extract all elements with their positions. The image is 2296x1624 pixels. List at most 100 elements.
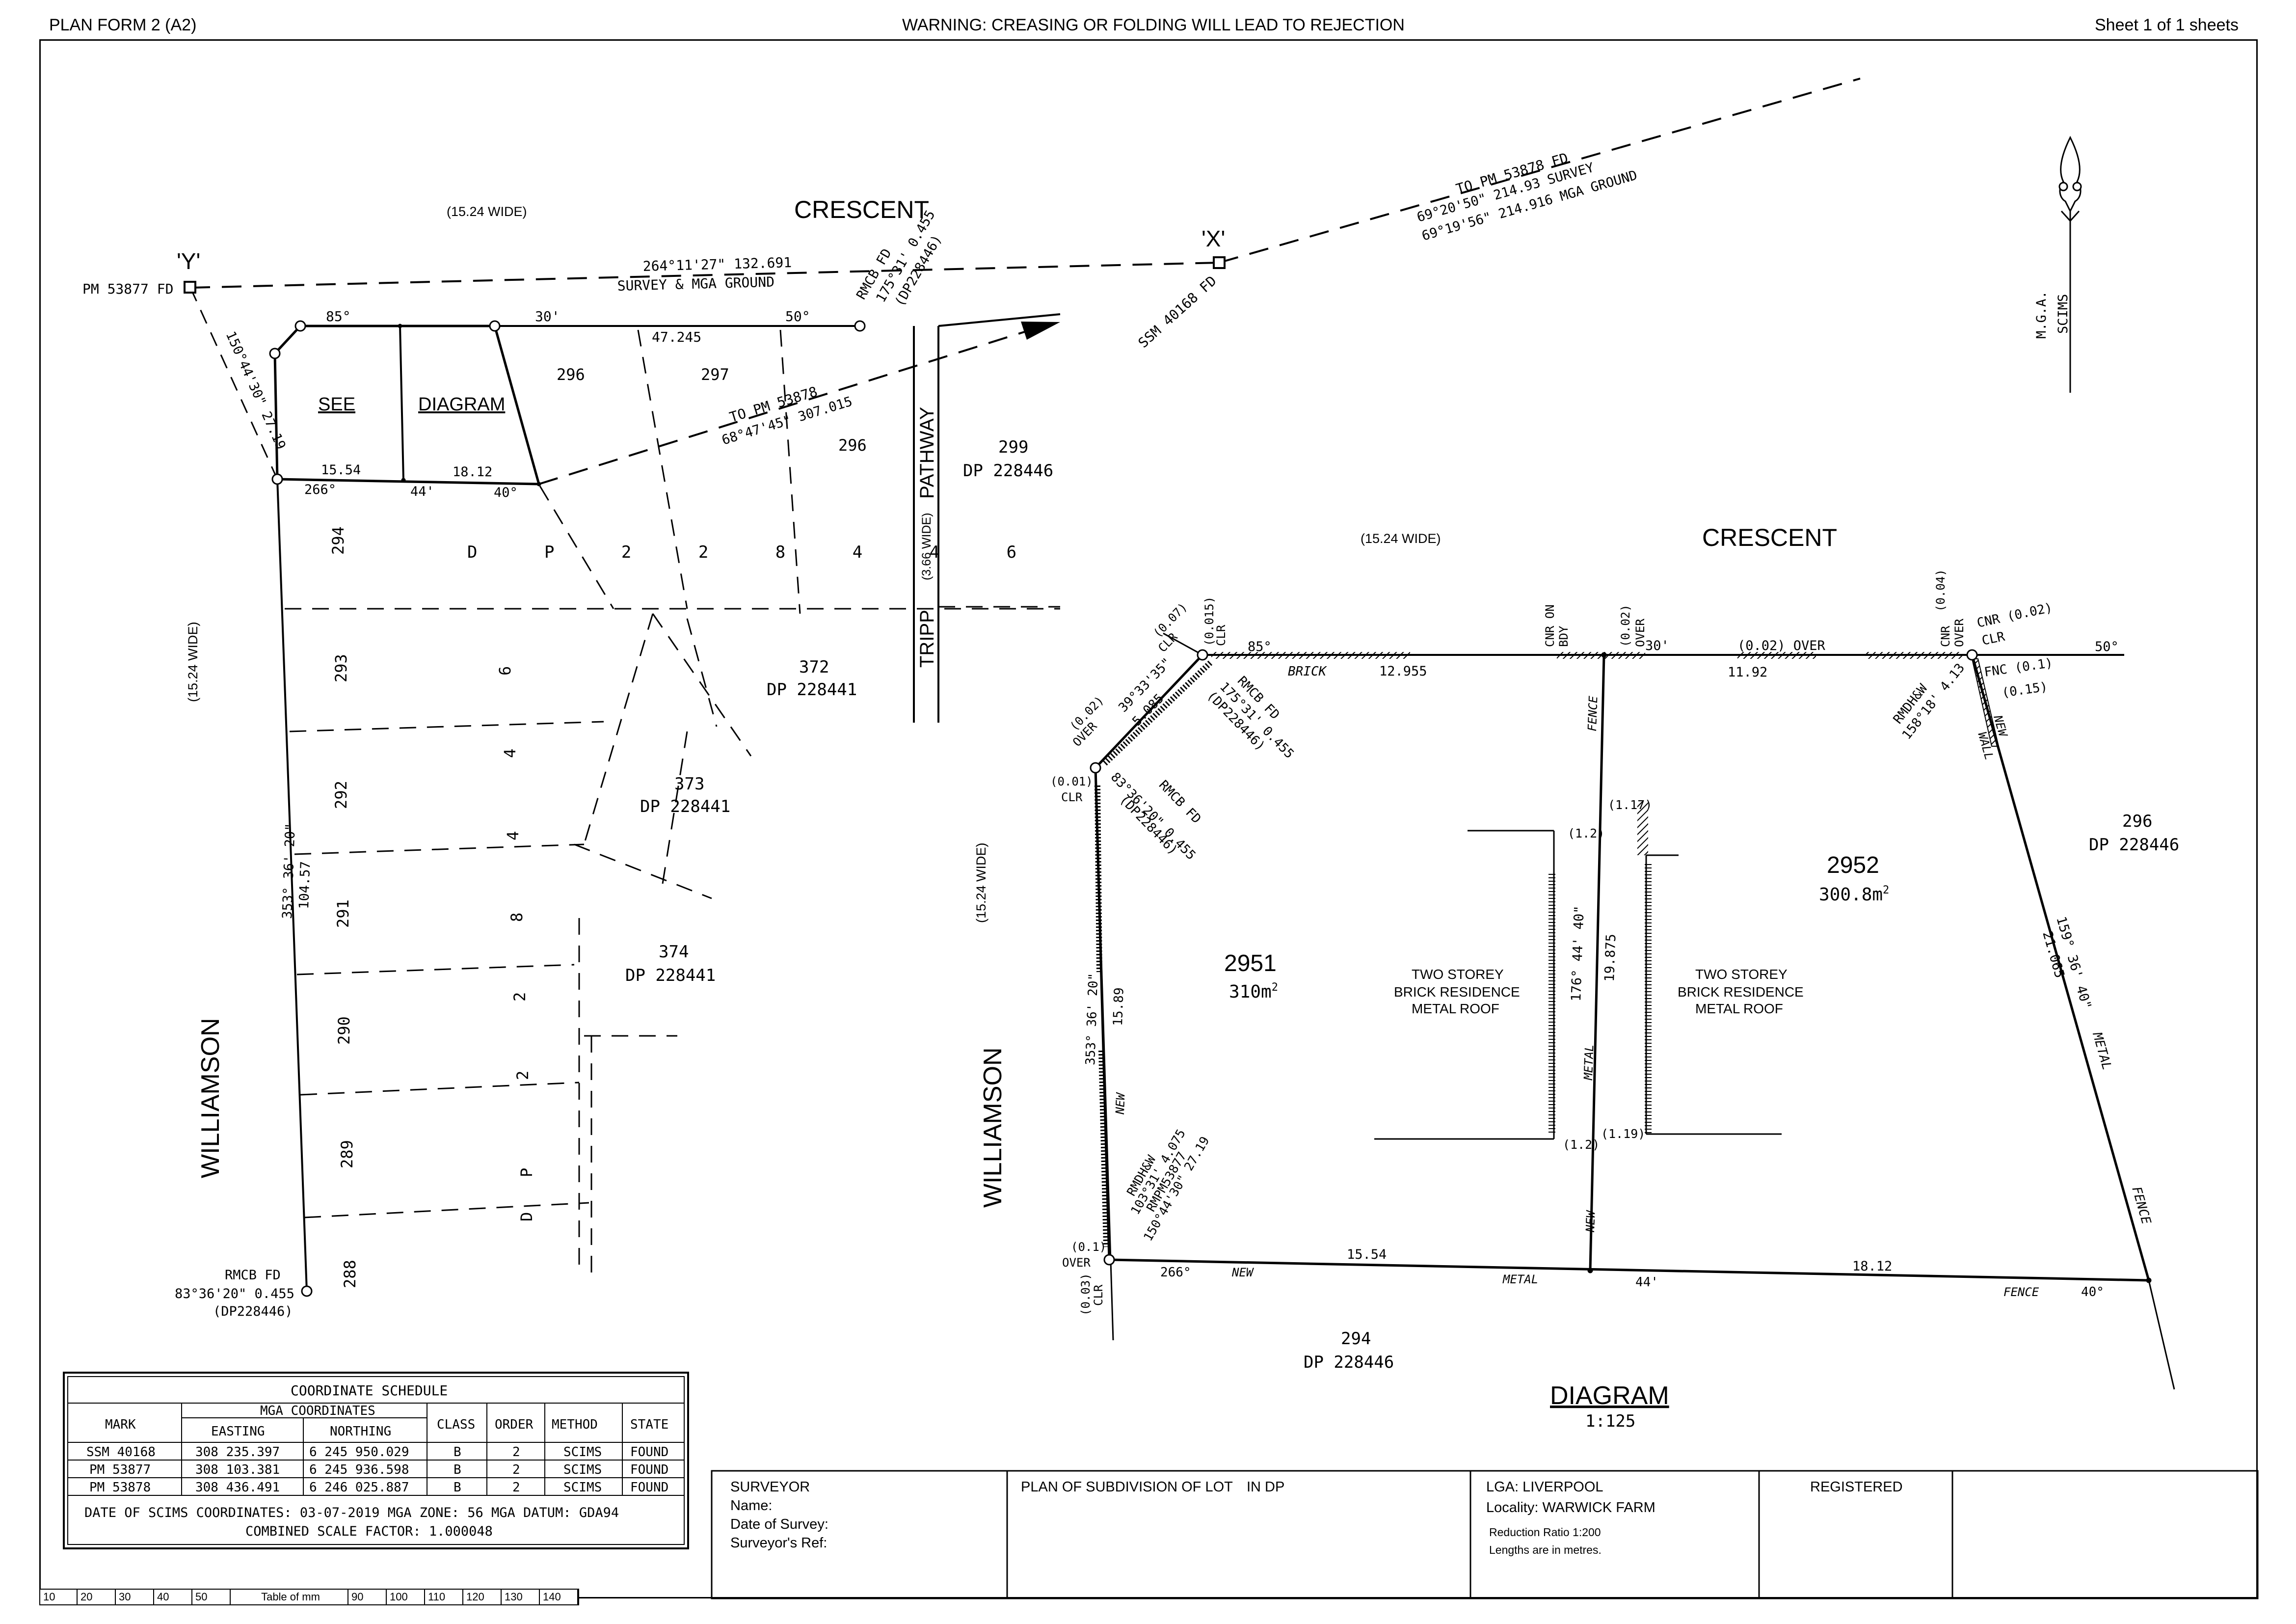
- scale-cell-title: Table of mm: [231, 1590, 348, 1604]
- subject-divider: [399, 325, 404, 481]
- diag-12b: (1.2): [1563, 1137, 1600, 1152]
- residence-2-line3: METAL ROOF: [1695, 1001, 1783, 1016]
- pm-53877-label: PM 53877 FD: [82, 281, 173, 297]
- scale-cell: 130: [502, 1590, 540, 1604]
- diag-bottom-1554: 15.54: [1347, 1247, 1387, 1262]
- arrow-head-icon: [1021, 322, 1060, 340]
- schedule-cell-mark: PM 53878: [89, 1480, 151, 1495]
- scale-cell: 120: [463, 1590, 502, 1604]
- crescent-traverse-line: [190, 262, 1220, 289]
- title-block: [711, 1470, 2259, 1599]
- lot-292: 292: [332, 781, 350, 809]
- crescent-right-label: CRESCENT: [1702, 524, 1837, 551]
- diag-bottom-fence: FENCE: [2003, 1285, 2039, 1299]
- plan-form-label: PLAN FORM 2 (A2): [49, 16, 197, 34]
- diag-mid-distance: 19.875: [1602, 934, 1619, 982]
- diag-lot-296-dp: DP 228446: [2089, 835, 2179, 855]
- diag-bearing-50: 50°: [2095, 639, 2119, 654]
- diag-clr-003: (0.03): [1079, 1273, 1093, 1316]
- schedule-row: PM 53877 308 103.381 6 245 936.598 B 2 S…: [89, 1462, 668, 1477]
- wall-hatch: [1865, 652, 1963, 659]
- pathway-label: PATHWAY: [916, 407, 938, 499]
- rmcb-bottom-1: RMCB FD: [225, 1268, 281, 1283]
- diagram-ref-label: DIAGRAM: [418, 394, 505, 415]
- diagram: [1090, 632, 2175, 1390]
- ssm-40168-label: SSM 40168 FD: [1135, 272, 1220, 351]
- schedule-h-easting: EASTING: [211, 1424, 265, 1439]
- schedule-cell-easting: 308 235.397: [195, 1445, 280, 1460]
- plan-dist-47245: 47.245: [652, 329, 701, 345]
- plan-bearing-40: 40°: [494, 485, 518, 500]
- rmcb-mark-icon: [854, 320, 866, 332]
- scale-cell: 140: [540, 1590, 578, 1604]
- diag-clr-0015: (0.015): [1202, 596, 1216, 646]
- lot-2951-label: 2951: [1224, 950, 1277, 976]
- lot-290: 290: [335, 1016, 353, 1045]
- diag-bottom-1812: 18.12: [1852, 1259, 1892, 1274]
- diag-over-word: OVER: [1633, 619, 1647, 647]
- williamson-distance: 104.57: [296, 861, 313, 910]
- lot-boundaries: [285, 329, 1060, 1276]
- diag-cnr-on: CNR ON: [1543, 604, 1557, 647]
- diag-bottom-new: NEW: [1231, 1266, 1255, 1279]
- lot-293: 293: [332, 654, 350, 682]
- surveyor-heading: SURVEYOR: [730, 1479, 810, 1495]
- line-y-bearing: 264°11'27" 132.691: [642, 254, 792, 274]
- diag-bearing-30: 30': [1645, 638, 1669, 653]
- dp-char: 8: [507, 913, 526, 922]
- diag-dist-12955: 12.955: [1379, 664, 1427, 679]
- dp-vertical-label: 6 4 4 8 2 2 P D: [496, 666, 536, 1221]
- mark-y-label: 'Y': [177, 248, 200, 274]
- rmcb-bottom-3: (DP228446): [213, 1304, 293, 1319]
- rmcb-mark-icon: [271, 473, 283, 485]
- rmcb-mark-icon: [294, 320, 306, 332]
- lot-288: 288: [341, 1260, 359, 1288]
- schedule-cell-state: FOUND: [630, 1480, 668, 1495]
- diag-over-01-word: OVER: [1062, 1256, 1091, 1270]
- diag-over-01: (0.1): [1071, 1240, 1106, 1254]
- diag-right-metal: METAL: [2089, 1030, 2114, 1072]
- diagram-rmdhw-icon: [1966, 649, 1978, 661]
- diag-12a: (1.2): [1568, 826, 1604, 840]
- diag-lot-296: 296: [2122, 812, 2152, 831]
- lot-374-dp: DP 228441: [625, 966, 716, 985]
- diagram-rmcb-icon: [1197, 649, 1208, 661]
- wall-hatch: [1557, 652, 1645, 659]
- schedule-cell-method: SCIMS: [563, 1480, 602, 1495]
- plan-of-subdivision: PLAN OF SUBDIVISION OF LOT: [1021, 1479, 1233, 1495]
- schedule-h-order: ORDER: [495, 1417, 534, 1432]
- ssm-40168-mark-icon: [1213, 256, 1226, 269]
- surveyor-ref-field: Surveyor's Ref:: [730, 1535, 828, 1551]
- diag-bdy: BDY: [1557, 625, 1571, 647]
- subject-outline-top: [273, 325, 495, 480]
- scale-cell: 90: [348, 1590, 387, 1604]
- dp-char: 6: [496, 666, 514, 676]
- diag-clr: CLR: [1980, 629, 2006, 649]
- schedule-cell-order: 2: [512, 1445, 520, 1460]
- diag-mid-bearing: 176° 44' 40": [1569, 905, 1587, 1001]
- dp-char: 4: [501, 749, 519, 758]
- reduction-ratio: Reduction Ratio 1:200: [1489, 1526, 1601, 1539]
- diag-bearing-44: 44': [1635, 1275, 1658, 1290]
- diagram-corner-splay: [1095, 654, 1203, 769]
- diagram-corner-icon: [1601, 652, 1607, 658]
- schedule-row: PM 53878 308 436.491 6 246 025.887 B 2 S…: [89, 1480, 668, 1495]
- dp-char: D: [517, 1212, 536, 1221]
- lot-296a: 296: [557, 365, 585, 384]
- rmcb-mark-icon: [489, 320, 501, 332]
- schedule-cell-order: 2: [512, 1480, 520, 1495]
- lot-2952-area: 300.8m2: [1819, 884, 1889, 905]
- lot-374: 374: [659, 942, 689, 962]
- sheet-count: Sheet 1 of 1 sheets: [2095, 16, 2239, 34]
- diag-mid-metal: METAL: [1581, 1044, 1597, 1081]
- plan-bearing-85: 85°: [326, 308, 351, 325]
- to-pm-53878-line: [538, 329, 1031, 485]
- diag-dist-1192: 11.92: [1728, 665, 1767, 680]
- diag-bearing-85: 85°: [1248, 639, 1272, 654]
- diag-bearing-40: 40°: [2081, 1285, 2104, 1299]
- diagram-scale: 1:125: [1585, 1411, 1635, 1431]
- diag-bottom-metal: METAL: [1502, 1272, 1538, 1286]
- schedule-cell-easting: 308 103.381: [195, 1462, 280, 1477]
- lot-297: 297: [701, 365, 729, 384]
- wall-hatch: [1637, 801, 1648, 855]
